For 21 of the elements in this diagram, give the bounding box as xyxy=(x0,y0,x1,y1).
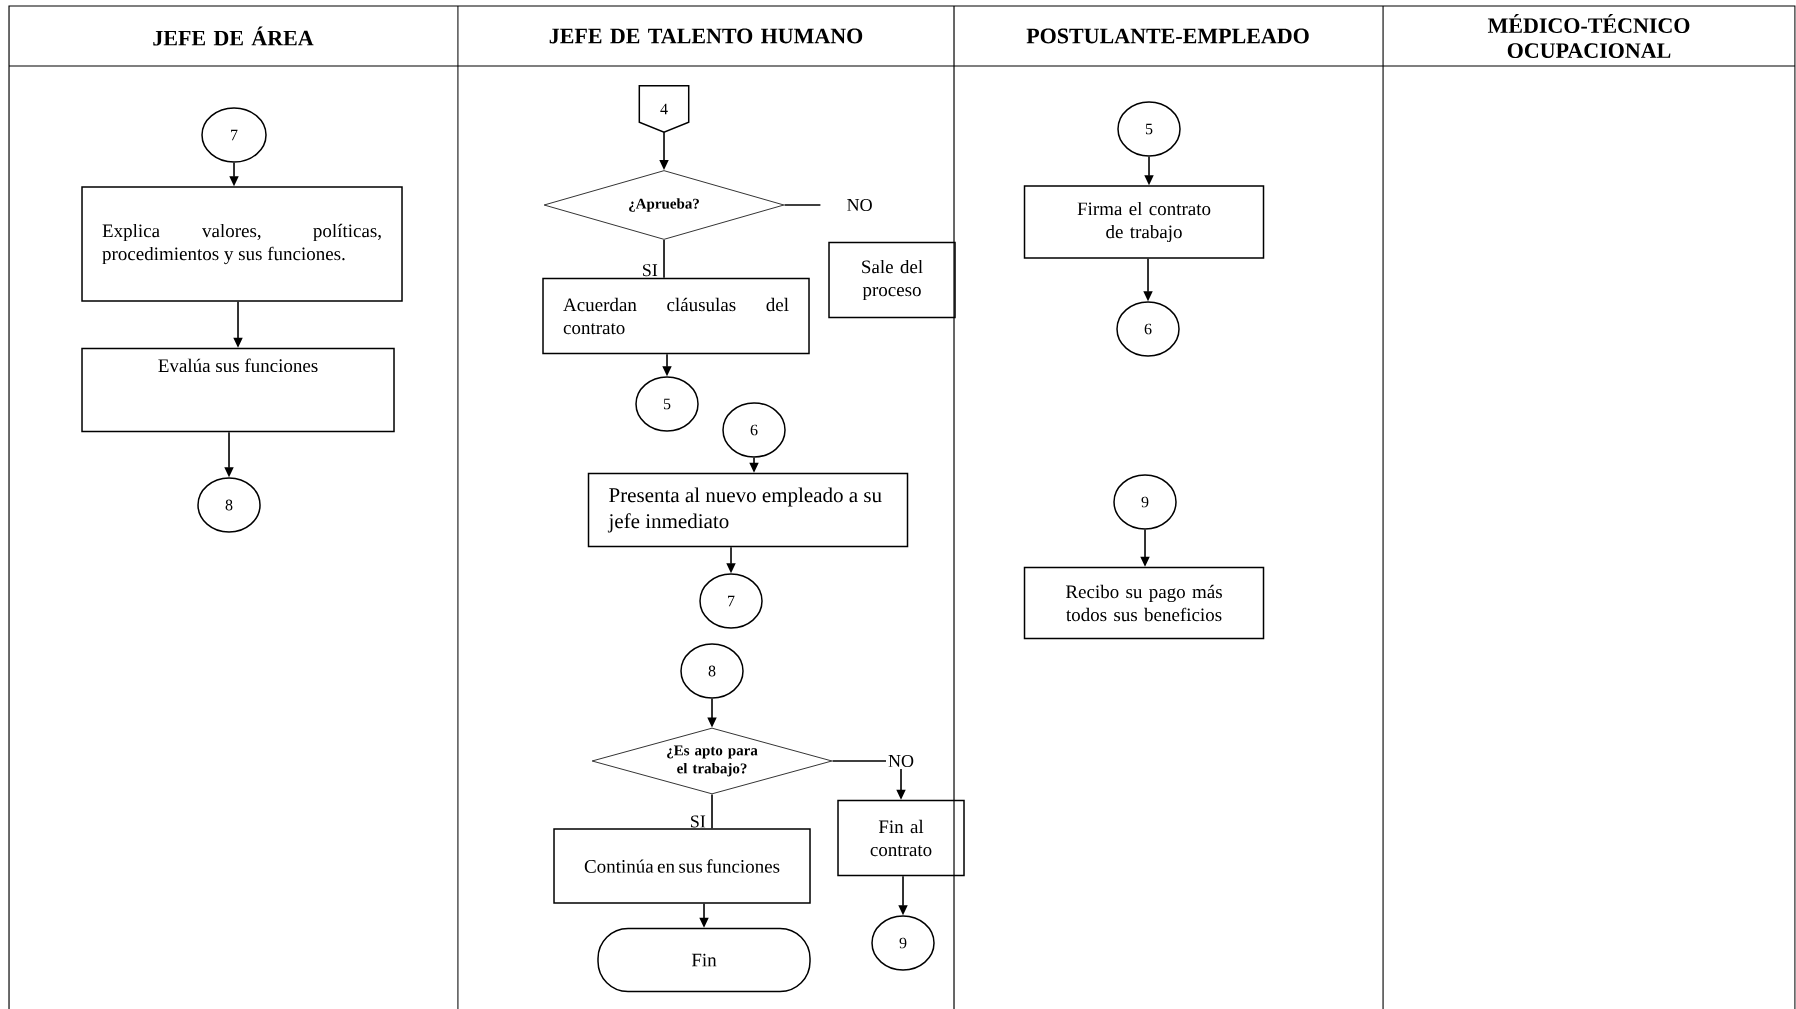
process-box: Recibo su pago más todos sus beneficios xyxy=(1023,566,1265,640)
process-box: Continúa en sus funciones xyxy=(553,828,811,904)
edge-label: SI xyxy=(691,815,706,828)
column-header: JEFE DE TALENTO HUMANO xyxy=(549,28,863,44)
process-box: Sale del proceso xyxy=(828,241,956,319)
column-header: POSTULANTE-EMPLEADO xyxy=(1026,28,1309,44)
connector-line xyxy=(783,204,822,206)
column-header: MÉDICO-TÉCNICO OCUPACIONAL xyxy=(1487,13,1690,59)
edge-label: NO xyxy=(886,752,916,770)
process-box: Firma el contrato de trabajo xyxy=(1023,185,1265,259)
connector-line xyxy=(711,793,713,830)
process-box: Explica valores, políticas, procedimientos y sus funciones. xyxy=(81,186,403,302)
process-box: Evalúa sus funciones xyxy=(81,347,395,433)
connector-line xyxy=(663,239,665,279)
edge-label: SI xyxy=(643,264,658,277)
process-box: Presenta al nuevo empleado a su jefe inmediato xyxy=(587,472,909,548)
off-page-connector: 4 xyxy=(638,85,690,133)
process-box: Fin al contrato xyxy=(837,799,965,877)
edge-label: NO xyxy=(847,198,872,212)
process-box: Acuerdan cláusulas del contrato xyxy=(542,277,810,355)
column-header: JEFE DE ÁREA xyxy=(153,26,314,46)
